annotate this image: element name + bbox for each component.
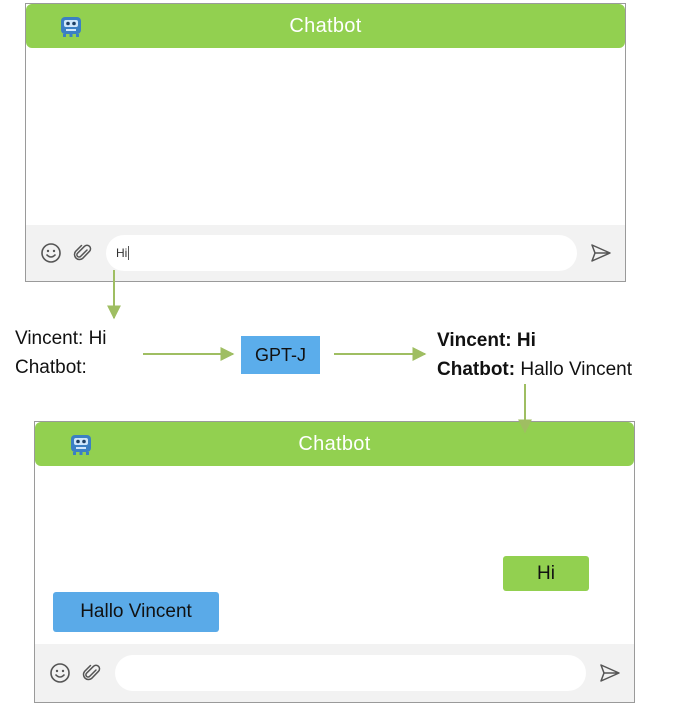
user-message-bubble: Hi bbox=[503, 556, 589, 591]
text-caret bbox=[128, 246, 130, 260]
gptj-model-box: GPT-J bbox=[241, 336, 320, 374]
prompt-output-line2: Chatbot: Hallo Vincent bbox=[437, 355, 632, 384]
prompt-input-line1: Vincent: Hi bbox=[15, 328, 107, 349]
top-input-value: Hi bbox=[116, 246, 128, 260]
top-chat-window: Chatbot Hi bbox=[25, 3, 626, 282]
paperclip-icon[interactable] bbox=[72, 242, 94, 264]
emoji-icon[interactable] bbox=[49, 662, 71, 684]
output-speaker-bot: Chatbot: bbox=[437, 359, 516, 380]
prompt-input-line2: Chatbot: bbox=[15, 357, 87, 378]
output-text-bot: Hallo Vincent bbox=[520, 359, 632, 380]
gptj-label: GPT-J bbox=[254, 344, 306, 365]
user-message-text: Hi bbox=[537, 562, 555, 584]
bottom-chat-title: Chatbot bbox=[298, 432, 371, 455]
robot-logo-icon bbox=[61, 17, 81, 37]
bottom-chat-window: Chatbot Hi Hallo Vincent bbox=[34, 421, 635, 703]
prompt-output-line1: Vincent: Hi bbox=[437, 326, 632, 355]
top-chat-title: Chatbot bbox=[289, 14, 362, 37]
prompt-input-text: Vincent: Hi Chatbot: bbox=[15, 324, 107, 382]
bottom-chat-header: Chatbot bbox=[35, 422, 634, 466]
output-text-user: Hi bbox=[516, 330, 536, 351]
top-chat-footer: Hi bbox=[26, 225, 625, 281]
top-message-input[interactable]: Hi bbox=[106, 235, 577, 271]
send-icon[interactable] bbox=[590, 242, 612, 264]
emoji-icon[interactable] bbox=[40, 242, 62, 264]
prompt-output-text: Vincent: Hi Chatbot: Hallo Vincent bbox=[437, 326, 632, 384]
send-icon[interactable] bbox=[599, 662, 621, 684]
bot-message-text: Hallo Vincent bbox=[80, 601, 192, 622]
top-chat-header: Chatbot bbox=[26, 4, 625, 48]
bottom-chat-footer bbox=[35, 644, 634, 702]
bottom-message-input[interactable] bbox=[115, 655, 586, 691]
paperclip-icon[interactable] bbox=[81, 662, 103, 684]
output-speaker-user: Vincent: bbox=[437, 330, 512, 351]
bot-message-bubble: Hallo Vincent bbox=[53, 592, 219, 632]
robot-logo-icon bbox=[71, 435, 91, 455]
